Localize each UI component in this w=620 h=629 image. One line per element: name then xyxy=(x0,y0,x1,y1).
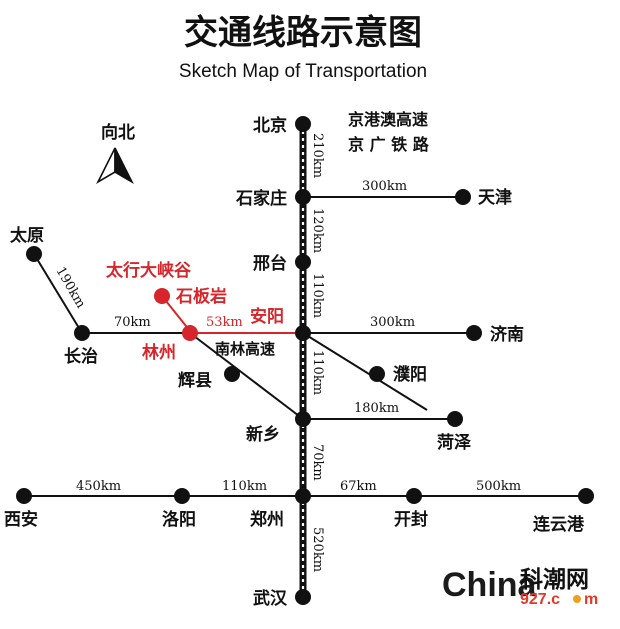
north-label: 向北 xyxy=(101,122,135,143)
route-nanlin-expressway xyxy=(189,332,304,420)
city-node-luoyang xyxy=(174,488,190,504)
city-node-wuhan xyxy=(295,589,311,605)
city-label-taihang: 太行大峡谷 xyxy=(106,260,192,281)
city-node-taiyuan xyxy=(26,246,42,262)
distance-xt-ay: 110km xyxy=(310,273,325,318)
city-node-shijiazhuang xyxy=(295,189,311,205)
svg-text:m: m xyxy=(584,591,598,608)
city-node-huixian xyxy=(224,366,240,382)
distance-sjz-tj: 300km xyxy=(362,179,407,194)
distance-cz-lz: 70km xyxy=(114,315,151,330)
city-label-wuhan: 武汉 xyxy=(253,588,288,609)
city-label-changzhi: 长治 xyxy=(64,346,98,367)
city-node-jinan xyxy=(466,325,482,341)
city-node-kaifeng xyxy=(406,488,422,504)
city-node-beijing xyxy=(295,116,311,132)
map-subtitle: Sketch Map of Transportation xyxy=(179,61,427,82)
distance-ay-jn: 300km xyxy=(370,315,415,330)
svg-text:China: China xyxy=(442,566,538,604)
distance-kf-lyg: 500km xyxy=(476,479,521,494)
legend-expressway: 京港澳高速 xyxy=(348,110,428,129)
city-label-heze: 菏泽 xyxy=(437,432,471,453)
city-label-xinxiang: 新乡 xyxy=(246,424,280,445)
route-label-nanlin: 南林高速 xyxy=(215,340,275,358)
city-node-heze xyxy=(447,411,463,427)
city-node-xian xyxy=(16,488,32,504)
city-node-anyang xyxy=(295,325,311,341)
watermark-logo: China 科潮网 927.c m xyxy=(442,566,598,608)
distance-zz-wh: 520km xyxy=(310,527,325,572)
distance-zz-kf: 67km xyxy=(340,479,377,494)
city-label-xian: 西安 xyxy=(4,509,38,530)
city-node-changzhi xyxy=(74,325,90,341)
city-label-huixian: 辉县 xyxy=(178,371,212,391)
svg-text:科潮网: 科潮网 xyxy=(520,567,589,593)
distance-xx-zz: 70km xyxy=(310,444,325,481)
city-node-zhengzhou xyxy=(295,488,311,504)
legend-railway: 京 广 铁 路 xyxy=(348,135,430,154)
city-label-taiyuan: 太原 xyxy=(10,225,44,246)
route-taiyuan-changzhi xyxy=(33,253,83,334)
city-node-lianyungang xyxy=(578,488,594,504)
distance-ay-xx: 110km xyxy=(310,350,325,395)
city-label-xingtai: 邢台 xyxy=(253,253,287,274)
city-label-luoyang: 洛阳 xyxy=(162,509,196,530)
city-node-xinxiang xyxy=(295,411,311,427)
city-node-xingtai xyxy=(295,254,311,270)
city-node-shibanyan xyxy=(154,288,170,304)
distance-sjz-xt: 120km xyxy=(310,208,325,253)
north-arrow-icon xyxy=(96,147,134,185)
city-label-shijiazhuang: 石家庄 xyxy=(235,188,287,209)
distance-ty-cz: 190km xyxy=(53,265,89,311)
distance-ly-zz: 110km xyxy=(222,479,267,494)
city-node-linzhou xyxy=(182,325,198,341)
route-anyang-puyang xyxy=(302,332,428,411)
city-label-puyang: 濮阳 xyxy=(393,364,427,385)
city-node-tianjin xyxy=(455,189,471,205)
city-label-shibanyan: 石板岩 xyxy=(175,286,227,307)
svg-text:927.c: 927.c xyxy=(520,591,560,608)
city-label-anyang: 安阳 xyxy=(250,306,284,327)
city-label-tianjin: 天津 xyxy=(478,187,512,208)
distance-xa-ly: 450km xyxy=(76,479,121,494)
distance-lz-ay: 53km xyxy=(206,315,243,330)
distance-bj-sjz: 210km xyxy=(310,133,325,178)
map-title: 交通线路示意图 xyxy=(184,13,422,53)
city-label-jinan: 济南 xyxy=(490,324,524,345)
city-label-kaifeng: 开封 xyxy=(394,509,428,530)
city-label-beijing: 北京 xyxy=(253,115,287,136)
distance-xx-hz: 180km xyxy=(354,401,399,416)
city-label-linzhou: 林州 xyxy=(142,342,176,363)
city-node-puyang xyxy=(369,366,385,382)
city-label-zhengzhou: 郑州 xyxy=(250,509,284,530)
city-label-lianyungang: 连云港 xyxy=(533,514,585,535)
